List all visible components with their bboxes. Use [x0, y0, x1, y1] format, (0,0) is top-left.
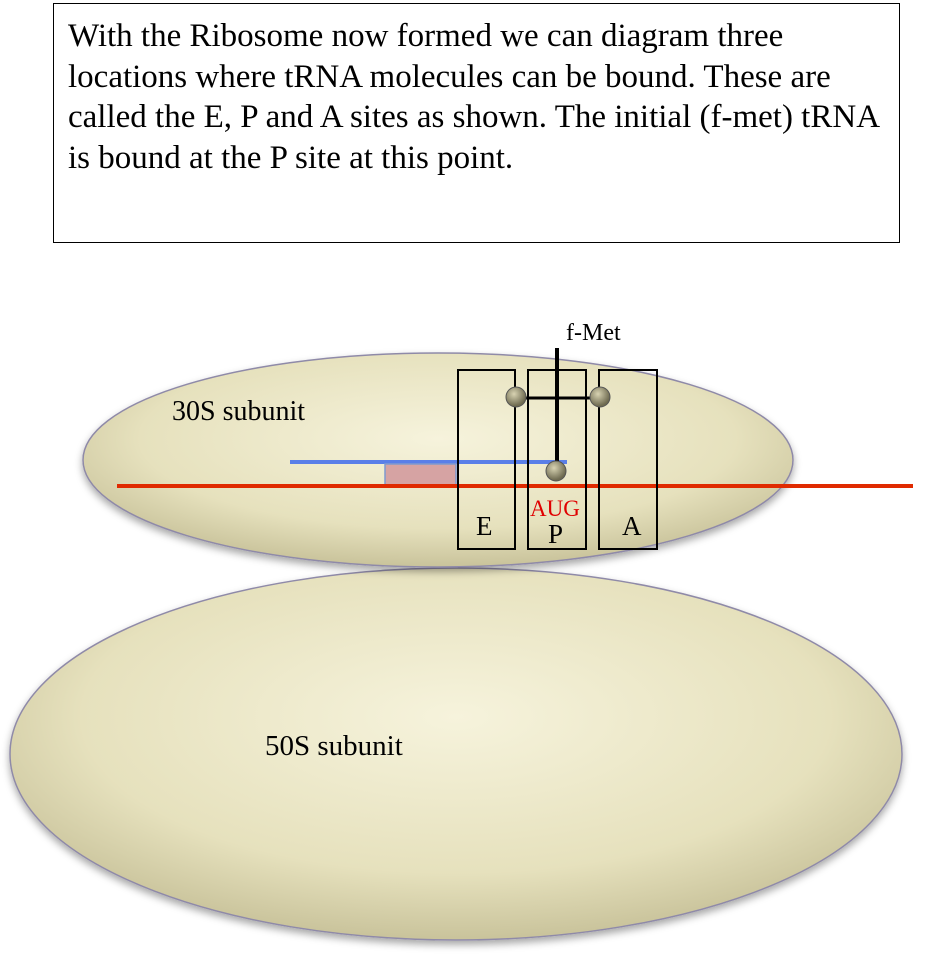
- site-e-box: [457, 369, 516, 550]
- large-subunit-label: 50S subunit: [265, 730, 403, 762]
- site-a-box: [598, 369, 658, 550]
- trna-ball-left: [505, 386, 527, 408]
- site-e-label: E: [476, 511, 493, 541]
- shine-dalgarno-pairing: [384, 463, 457, 486]
- fmet-label: f-Met: [566, 320, 621, 346]
- site-p-label: P: [548, 519, 563, 549]
- site-a-label: A: [622, 511, 642, 541]
- trna-ball-right: [589, 386, 611, 408]
- large-subunit-50s: [9, 567, 903, 941]
- trna-anticodon-ball: [545, 460, 567, 482]
- caption-box: With the Ribosome now formed we can diag…: [53, 3, 900, 243]
- codon-label: AUG: [530, 496, 580, 521]
- small-subunit-label: 30S subunit: [172, 396, 305, 427]
